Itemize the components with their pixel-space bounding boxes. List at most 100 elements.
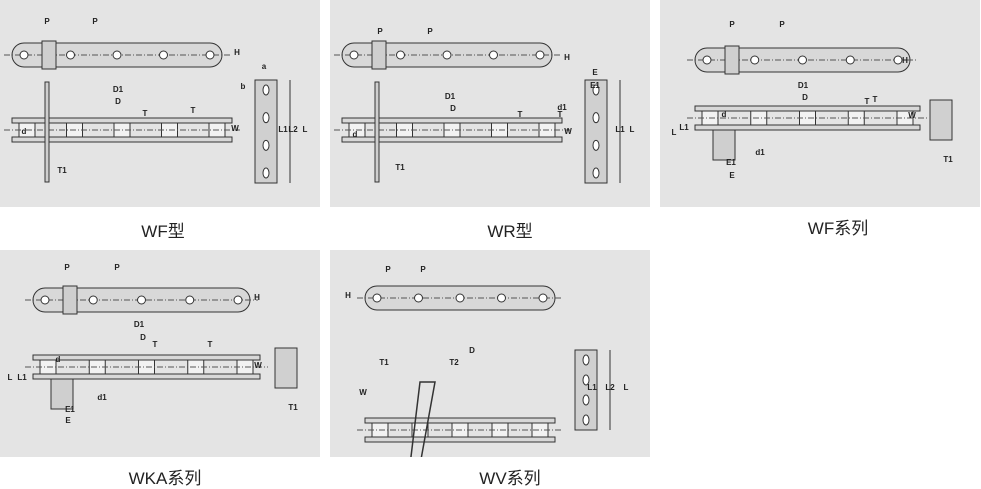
pin-hole: [845, 55, 855, 65]
dimension-label: T: [191, 106, 196, 115]
dimension-label: W: [564, 127, 572, 136]
pin-hole: [702, 55, 712, 65]
dimension-label: E1: [590, 81, 600, 90]
dimension-label: D: [802, 93, 808, 102]
link-plate-top: [364, 417, 556, 424]
dimension-label: D1: [445, 92, 456, 101]
dimension-label: L: [672, 128, 677, 137]
dimension-label: d: [56, 355, 61, 364]
link-plate-bottom: [694, 124, 921, 131]
dimension-label: T: [873, 95, 878, 104]
caption-wka-series: WKA系列: [128, 469, 202, 488]
bolt-hole: [592, 139, 600, 151]
dimension-label: L1: [278, 125, 288, 134]
pin-hole: [185, 295, 195, 305]
pin-hole: [414, 293, 423, 303]
attachment-plate: [374, 81, 380, 183]
pin-hole: [455, 293, 465, 303]
attachment-bracket: [50, 378, 74, 410]
dimension-label: L1: [587, 383, 597, 392]
pin-hole: [19, 50, 29, 60]
bolt-hole: [582, 394, 590, 406]
dimension-label: E: [65, 416, 71, 425]
pin-hole: [66, 50, 75, 60]
dimension-label: L1: [615, 125, 625, 134]
dimension-label: T: [558, 110, 563, 119]
pin-hole: [893, 55, 903, 65]
dimension-label: P: [427, 27, 433, 36]
dimension-label: L: [303, 125, 308, 134]
dimension-label: D1: [113, 85, 124, 94]
link-plate-top: [32, 354, 261, 361]
link-plate-bottom: [364, 436, 556, 443]
dimension-label: T1: [57, 166, 67, 175]
bolt-hole: [582, 414, 590, 426]
caption-wv-series: WV系列: [479, 469, 541, 488]
pin-hole: [205, 50, 215, 60]
dimension-label: L1: [17, 373, 27, 382]
dimension-label: P: [385, 265, 391, 274]
attachment-block: [371, 40, 387, 70]
dimension-label: a: [262, 62, 267, 71]
dimension-label: E1: [726, 158, 736, 167]
pin-hole: [489, 50, 498, 60]
dimension-label: d1: [557, 103, 567, 112]
dimension-label: T1: [943, 155, 953, 164]
dimension-label: D: [115, 97, 121, 106]
dimension-label: d: [22, 127, 27, 136]
pin-hole: [137, 295, 146, 305]
end-view: [584, 79, 608, 184]
bolt-hole: [582, 354, 590, 366]
dimension-label: P: [420, 265, 426, 274]
pin-hole: [750, 55, 760, 65]
dimension-label: T: [518, 110, 523, 119]
dimension-label: E1: [65, 405, 75, 414]
pin-hole: [396, 50, 405, 60]
dimension-label: L: [630, 125, 635, 134]
caption-wr-type: WR型: [487, 222, 533, 241]
dimension-label: d1: [755, 148, 765, 157]
dimension-label: H: [254, 293, 260, 302]
bolt-hole: [592, 112, 600, 124]
dimension-label: D1: [798, 81, 809, 90]
caption-wf-type: WF型: [141, 222, 185, 241]
pin-hole: [159, 50, 168, 60]
bolt-hole: [262, 84, 270, 96]
dimension-label: P: [44, 17, 50, 26]
dimension-label: P: [729, 20, 735, 29]
bolt-hole: [592, 167, 600, 179]
dimension-label: W: [231, 124, 239, 133]
end-view: [274, 347, 298, 389]
dimension-label: T: [208, 340, 213, 349]
bolt-hole: [262, 112, 270, 124]
attachment-block: [62, 285, 78, 315]
link-plate-top: [694, 105, 921, 112]
pin-hole: [233, 295, 243, 305]
dimension-label: H: [234, 48, 240, 57]
bolt-hole: [262, 167, 270, 179]
dimension-label: W: [908, 111, 916, 120]
caption-wf-series: WF系列: [807, 219, 869, 238]
dimension-label: L: [8, 373, 13, 382]
dimension-label: H: [902, 56, 908, 65]
pin-hole: [538, 293, 548, 303]
attachment-plate: [44, 81, 50, 183]
dimension-label: b: [241, 82, 246, 91]
pin-hole: [112, 50, 122, 60]
dimension-label: E: [592, 68, 598, 77]
pin-hole: [442, 50, 452, 60]
pin-hole: [372, 293, 382, 303]
dimension-label: D1: [134, 320, 145, 329]
dimension-label: T: [865, 97, 870, 106]
pin-hole: [798, 55, 807, 65]
dimension-label: E: [729, 171, 735, 180]
dimension-label: L1: [679, 123, 689, 132]
pin-hole: [497, 293, 506, 303]
attachment-bracket: [712, 129, 736, 161]
dimension-label: T2: [449, 358, 459, 367]
